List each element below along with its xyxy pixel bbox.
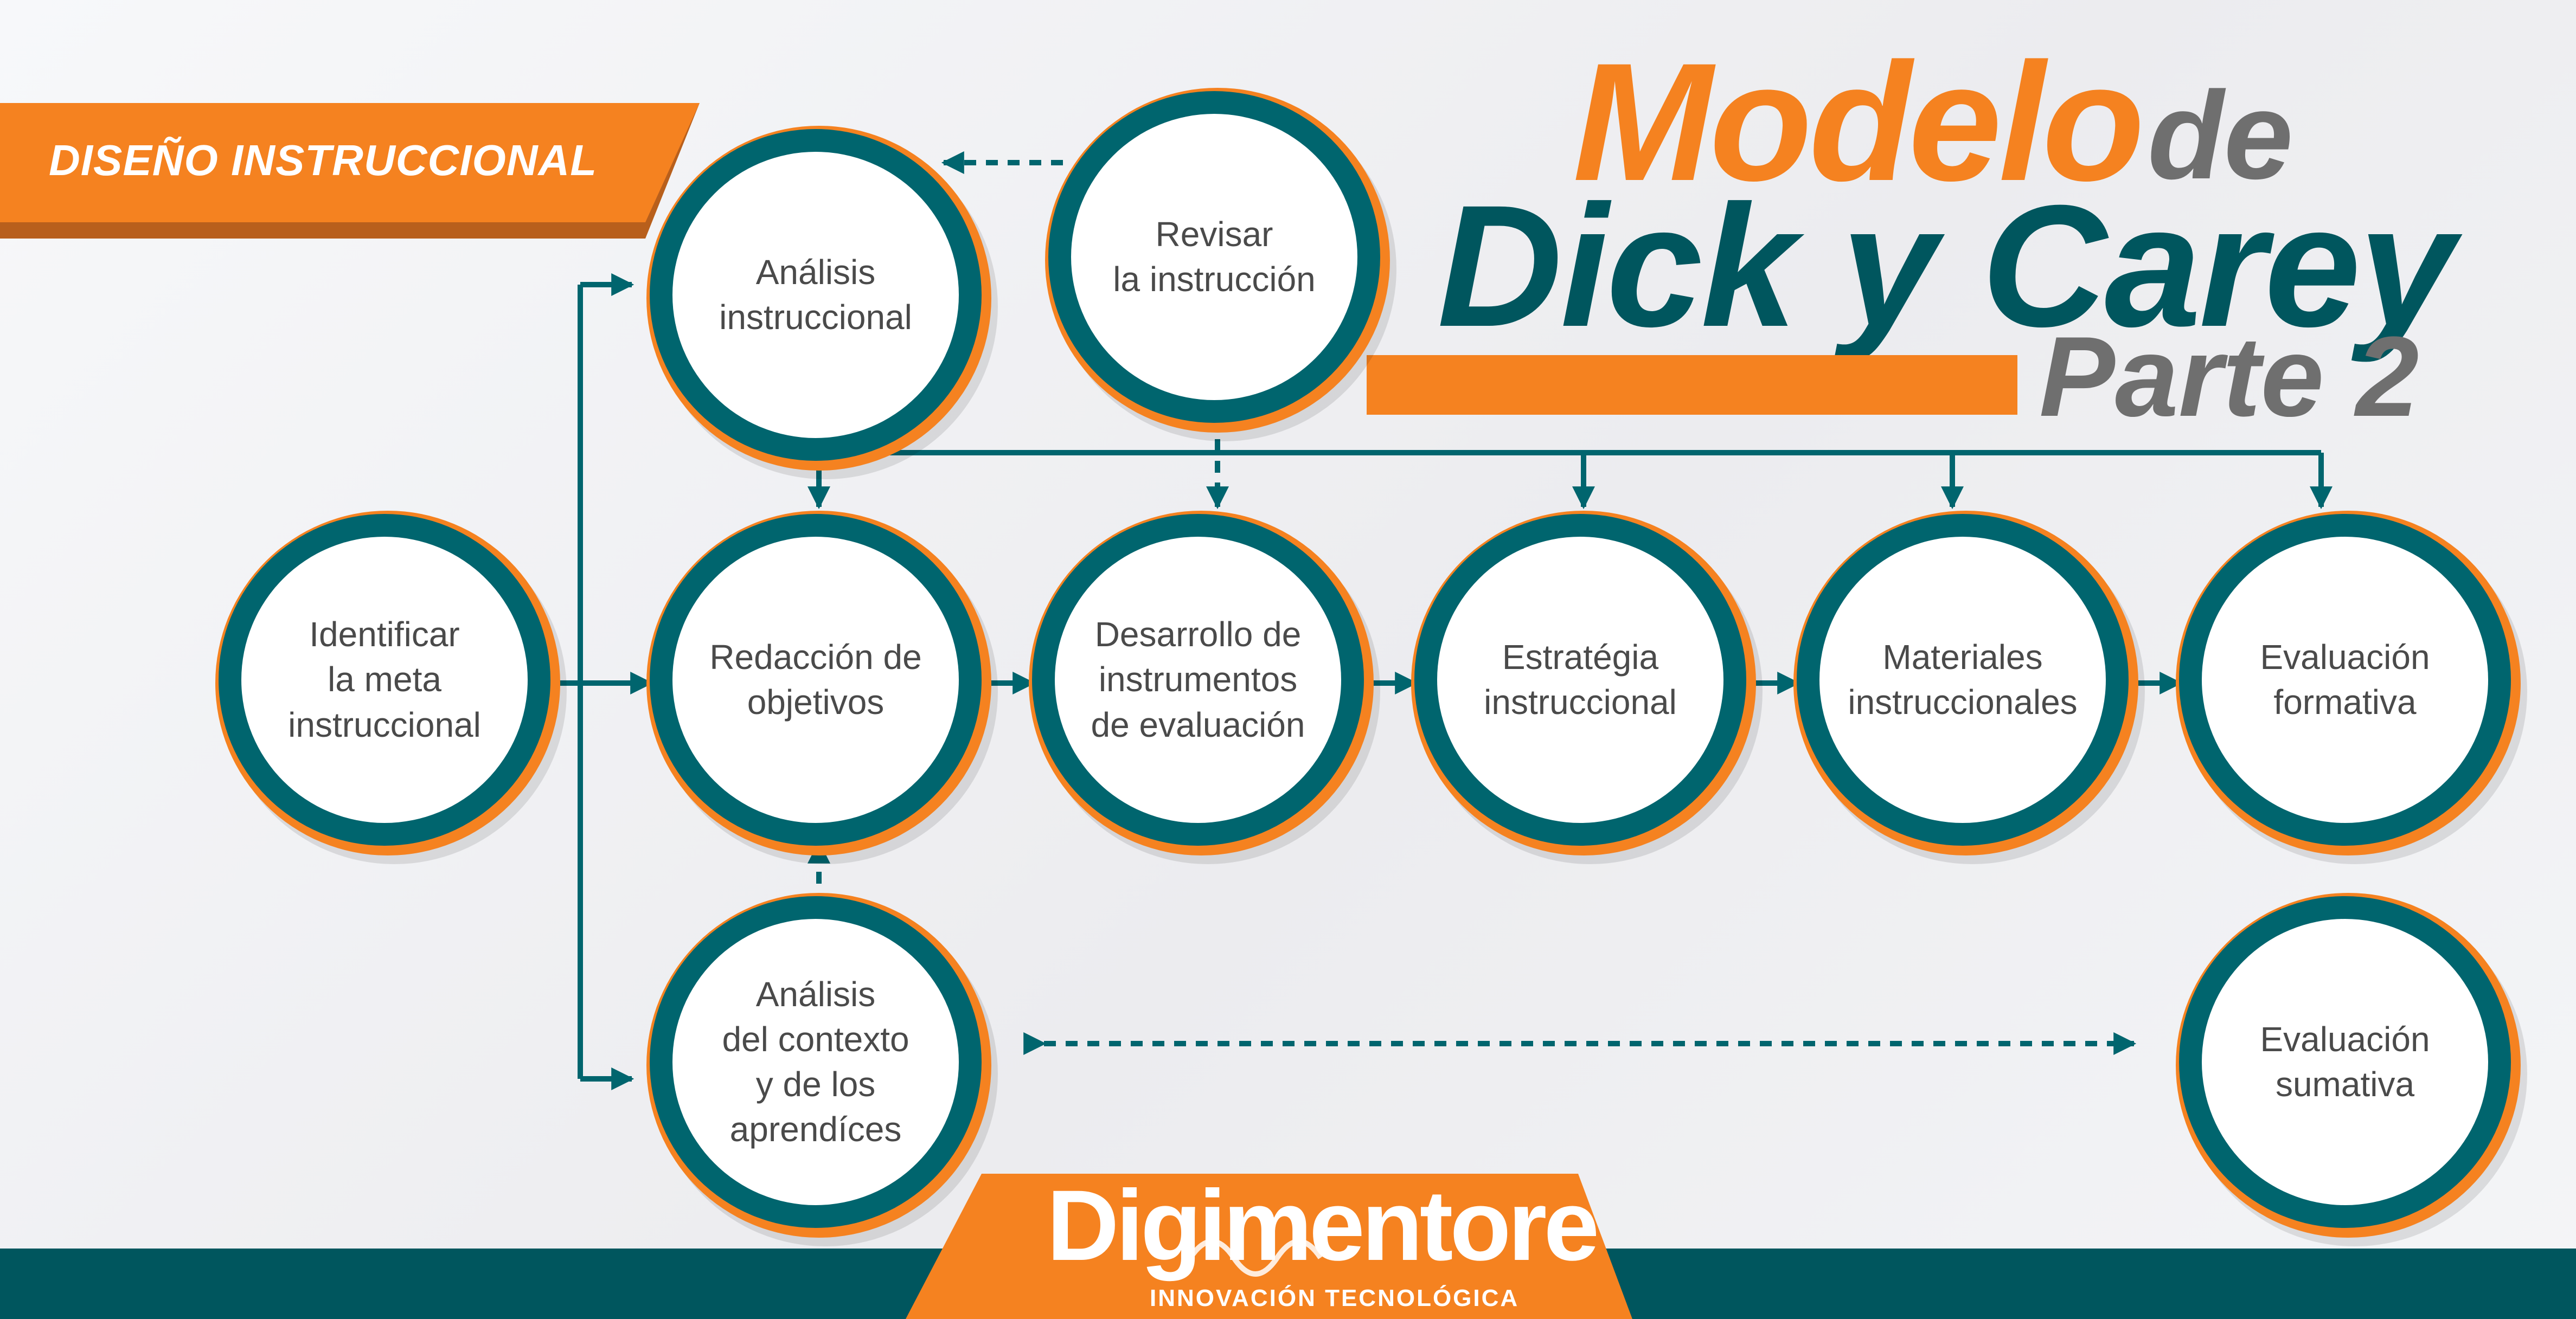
banner-ribbon [0, 103, 700, 239]
node-face [1437, 537, 1723, 823]
node-materiales-instruccionales [1793, 511, 2145, 864]
node-face [1071, 114, 1357, 400]
node-redaccion-objetivos [646, 511, 998, 864]
nodes [215, 88, 2527, 1246]
title-dick-y-carey: Dick y Carey [1437, 169, 2455, 363]
node-label-desarrollo-instrumentos: Desarrollo de instrumentos de evaluación [1091, 615, 1305, 744]
node-face [2202, 537, 2488, 823]
node-evaluacion-sumativa [2176, 893, 2527, 1246]
node-analisis-contexto [646, 893, 998, 1246]
banner-label: DISEÑO INSTRUCCIONAL [49, 136, 598, 184]
node-face [672, 152, 959, 438]
node-analisis-instruccional [646, 126, 998, 479]
node-label-analisis-contexto: Análisis del contexto y de los aprendíce… [722, 974, 909, 1149]
node-identificar-meta [215, 511, 567, 864]
node-label-materiales-instruccionales: Materiales instruccionales [1848, 637, 2078, 722]
node-estrategia-instruccional [1411, 511, 1763, 864]
title-parte-2: Parte 2 [2039, 313, 2419, 440]
node-label-evaluacion-sumativa: Evaluación sumativa [2260, 1019, 2430, 1104]
node-face [1819, 537, 2106, 823]
node-face [1055, 537, 1341, 823]
title-modelo: Modelo [1573, 28, 2145, 216]
logo-wordmark: Digimentore [1047, 1170, 1599, 1282]
node-label-analisis-instruccional: Análisis instruccional [719, 252, 912, 337]
title-underline-bar [1367, 355, 2017, 415]
node-face [2202, 919, 2488, 1205]
node-desarrollo-instrumentos [1029, 511, 1380, 864]
node-label-estrategia-instruccional: Estratégia instruccional [1484, 637, 1677, 722]
node-face [241, 537, 528, 823]
node-evaluacion-formativa [2176, 511, 2527, 864]
logo-tagline: INNOVACIÓN TECNOLÓGICA [1150, 1285, 1520, 1311]
node-label-redaccion-objetivos: Redacción de objetivos [709, 637, 922, 722]
node-label-evaluacion-formativa: Evaluación formativa [2260, 637, 2430, 722]
title-de: de [2148, 66, 2293, 205]
node-label-identificar-meta: Identificar la meta instruccional [288, 615, 481, 744]
node-revisar-instruccion [1045, 88, 1396, 441]
node-face [672, 919, 959, 1205]
node-face [672, 537, 959, 823]
node-label-revisar-instruccion: Revisar la instrucción [1113, 214, 1316, 299]
